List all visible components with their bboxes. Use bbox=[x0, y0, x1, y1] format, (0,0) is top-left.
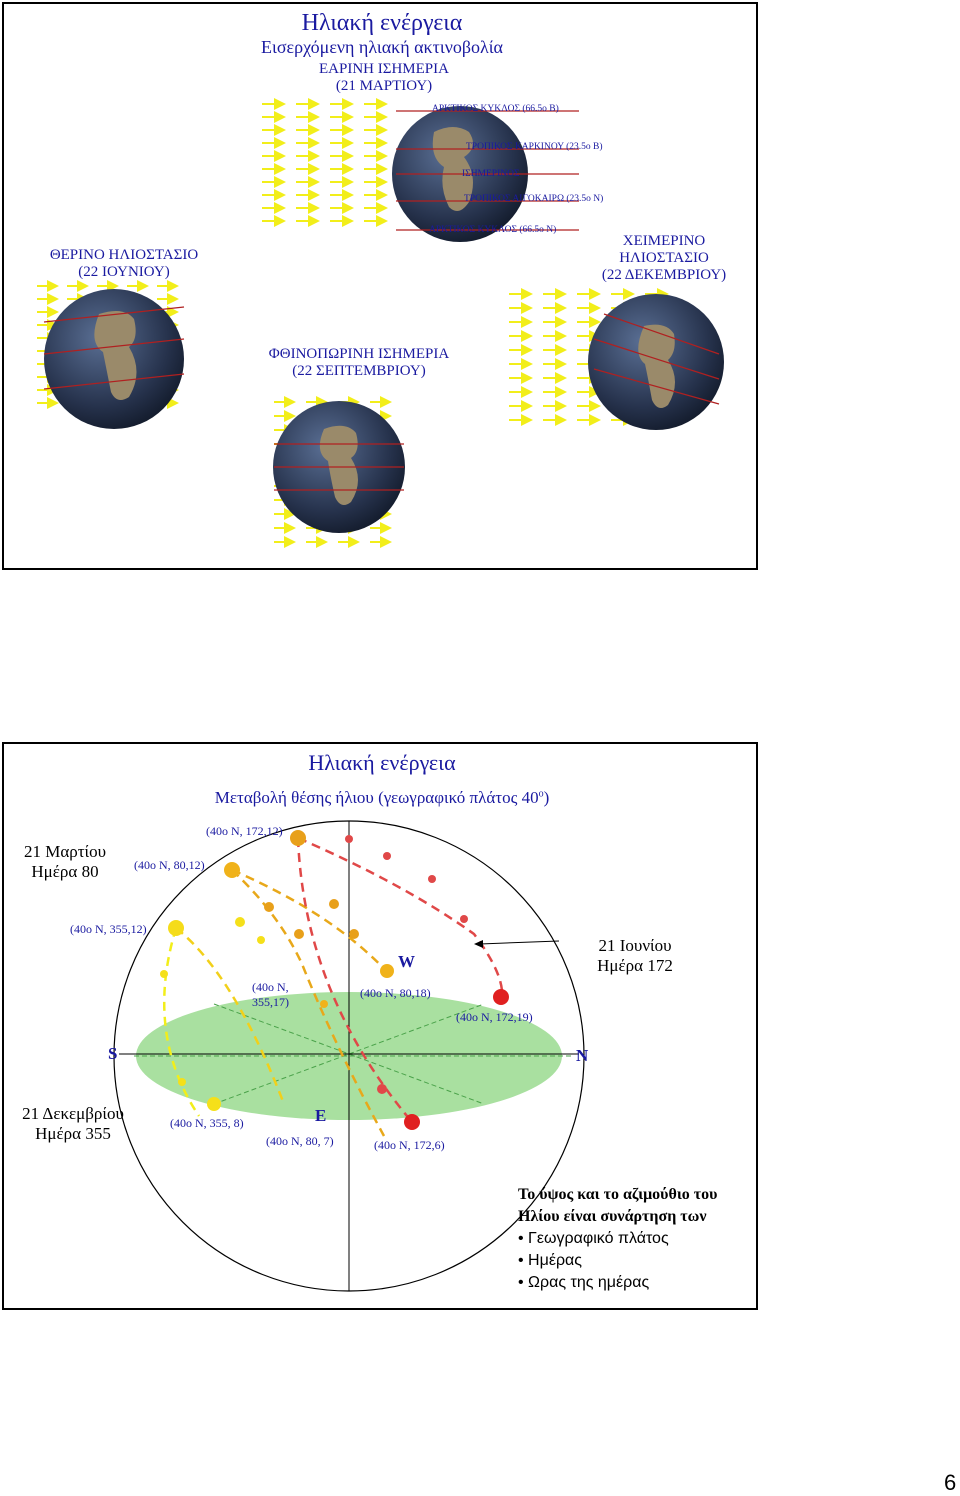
globe-winter bbox=[588, 294, 724, 430]
autumn-equinox-label: ΦΘΙΝΟΠΩΡΙΝΗ ΙΣΗΜΕΡΙΑ(22 ΣΕΠΤΕΜΒΡΙΟΥ) bbox=[268, 346, 450, 379]
globe-spring bbox=[392, 106, 579, 242]
coord-december-noon: (40ο Ν, 355,12) bbox=[70, 922, 147, 936]
slide1-title: Ηλιακή ενέργεια bbox=[301, 10, 463, 36]
coord-december-sunrise: (40ο Ν, 355, 8) bbox=[170, 1116, 244, 1130]
bullet-item: • Γεωγραφικό πλάτος bbox=[518, 1230, 669, 1247]
sun-path-march bbox=[231, 869, 386, 1137]
coord-december-sunset: (40ο Ν,355,17) bbox=[252, 980, 289, 1009]
slide-sun-position: Ηλιακή ενέργεια Μεταβολή θέσης ήλιου (γε… bbox=[2, 742, 758, 1310]
bullet-item: • Ημέρας bbox=[518, 1252, 583, 1269]
sun-markers bbox=[160, 830, 509, 1130]
slide1-subtitle: Εισερχόμενη ηλιακή ακτινοβολία bbox=[261, 37, 503, 57]
arctic-circle-south-label: ΑΡΚΤΙΚΟΣ ΚΥΚΛΟΣ (66.5ο Ν) bbox=[429, 225, 557, 235]
coord-june-noon: (40ο Ν, 172,12) bbox=[206, 824, 283, 838]
direction-north: N bbox=[576, 1046, 589, 1065]
coord-march-sunrise: (40ο Ν, 80, 7) bbox=[266, 1134, 334, 1148]
seasons-illustration bbox=[37, 98, 724, 548]
spring-equinox-label: ΕΑΡΙΝΗ ΙΣΗΜΕΡΙΑ(21 ΜΑΡΤΙΟΥ) bbox=[319, 61, 449, 94]
globe-summer bbox=[43, 289, 185, 429]
info-box: Το ύψος και το αζιμούθιο του Ηλίου είναι… bbox=[518, 1184, 717, 1294]
direction-west: W bbox=[398, 952, 415, 971]
sun-path-diagram bbox=[113, 820, 585, 1292]
page-number: 6 bbox=[944, 1470, 957, 1495]
coord-march-noon: (40ο Ν, 80,12) bbox=[134, 858, 205, 872]
slide-incoming-radiation: Ηλιακή ενέργεια Εισερχόμενη ηλιακή ακτιν… bbox=[2, 2, 758, 570]
direction-east: E bbox=[315, 1106, 327, 1125]
summer-solstice-label: ΘΕΡΙΝΟ ΗΛΙΟΣΤΑΣΙΟ(22 ΙΟΥΝΙΟΥ) bbox=[49, 247, 199, 280]
slide2-title: Ηλιακή ενέργεια bbox=[308, 750, 456, 775]
coord-june-sunset: (40ο Ν, 172,19) bbox=[456, 1010, 533, 1024]
globe-autumn bbox=[273, 401, 405, 533]
coord-march-sunset: (40ο Ν, 80,18) bbox=[360, 986, 431, 1000]
slide2-subtitle: Μεταβολή θέσης ήλιου (γεωγραφικό πλάτος … bbox=[214, 788, 550, 807]
sun-path-december bbox=[163, 927, 201, 1117]
coord-june-sunrise: (40ο Ν, 172,6) bbox=[374, 1138, 445, 1152]
sun-path-june bbox=[297, 836, 504, 998]
bullet-item: • Ωρας της ημέρας bbox=[518, 1274, 650, 1291]
equator-label: ΙΣΗΜΕΡΙΝΟΣ bbox=[462, 169, 520, 179]
arctic-circle-north-label: ΑΡΚΤΙΚΟΣ ΚΥΚΛΟΣ (66.5ο Β) bbox=[432, 104, 559, 114]
tropic-cancer-label: ΤΡΟΠΙΚΟΣ ΚΑΡΚΙΝΟΥ (23.5ο Β) bbox=[466, 142, 603, 152]
tropic-capricorn-label: ΤΡΟΠΙΚΟΣ ΑΙΓΟΚΑΙΡΩ (23.5ο Ν) bbox=[464, 194, 604, 204]
direction-south: S bbox=[108, 1044, 118, 1063]
